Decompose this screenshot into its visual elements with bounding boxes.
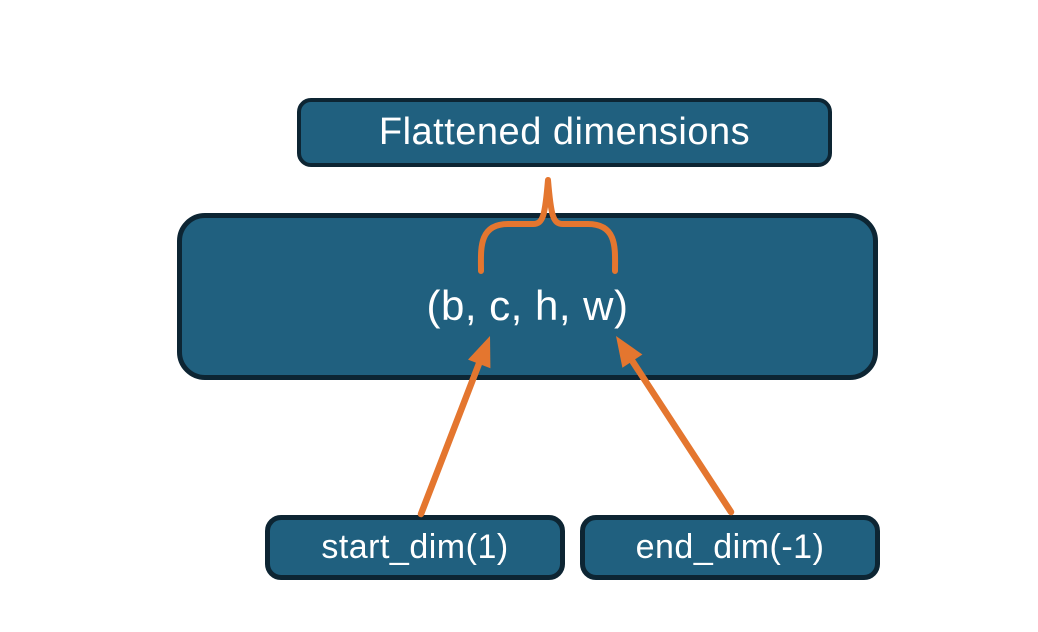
tensor-shape-label: (b, c, h, w) xyxy=(426,281,629,329)
flattened-dimensions-label: Flattened dimensions xyxy=(378,111,751,153)
node-flattened-dimensions: Flattened dimensions xyxy=(297,98,832,167)
end-dim-label: end_dim(-1) xyxy=(635,528,825,566)
node-start-dim: start_dim(1) xyxy=(265,515,565,580)
start-dim-label: start_dim(1) xyxy=(321,528,509,566)
node-end-dim: end_dim(-1) xyxy=(580,515,880,580)
node-tensor-shape: (b, c, h, w) xyxy=(177,213,878,380)
